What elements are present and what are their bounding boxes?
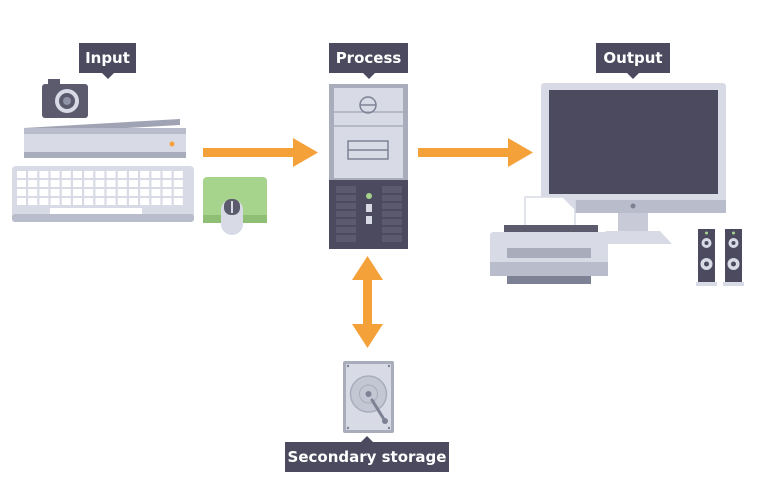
- keyboard-key: [162, 180, 172, 187]
- keyboard-key: [28, 189, 38, 196]
- keyboard-key: [50, 198, 60, 205]
- keyboard-key: [117, 189, 127, 196]
- keyboard-key: [173, 171, 183, 178]
- hard-drive-icon: [343, 361, 394, 433]
- keyboard-key: [39, 171, 49, 178]
- keyboard-key: [50, 189, 60, 196]
- keyboard-key: [95, 189, 105, 196]
- keyboard-key: [162, 171, 172, 178]
- keyboard-key: [73, 171, 82, 178]
- keyboard-key: [106, 171, 116, 178]
- keyboard-key: [140, 189, 150, 196]
- keyboard-key: [61, 171, 71, 178]
- keyboard-key: [84, 171, 94, 178]
- mouse-icon: [203, 177, 267, 235]
- keyboard-key: [140, 198, 150, 205]
- keyboard-key: [61, 180, 71, 187]
- keyboard-key: [151, 180, 161, 187]
- secondary-storage-label-text: Secondary storage: [287, 448, 447, 466]
- keyboard-key: [17, 171, 26, 178]
- keyboard-key: [17, 180, 26, 187]
- keyboard-key: [39, 198, 49, 205]
- speakers-icon: [696, 229, 744, 286]
- keyboard-key: [129, 180, 138, 187]
- keyboard-key: [50, 180, 60, 187]
- process-label-pointer: [362, 73, 375, 79]
- keyboard-key: [106, 189, 116, 196]
- keyboard-key: [28, 180, 38, 187]
- process-label-text: Process: [335, 49, 402, 67]
- camera-icon: [42, 79, 88, 118]
- keyboard-key: [162, 189, 172, 196]
- keyboard-key: [106, 198, 116, 205]
- keyboard-key: [140, 180, 150, 187]
- output-label: Output: [596, 43, 670, 79]
- printer-icon: [490, 196, 608, 284]
- keyboard-key: [28, 171, 38, 178]
- monitor-icon: [541, 83, 726, 244]
- keyboard-key: [95, 198, 105, 205]
- output-label-pointer: [627, 73, 639, 79]
- keyboard-icon: [12, 166, 194, 222]
- keyboard-key: [173, 189, 183, 196]
- keyboard-key: [39, 180, 49, 187]
- keyboard-key: [73, 198, 82, 205]
- keyboard-key: [95, 180, 105, 187]
- keyboard-key: [61, 198, 71, 205]
- keyboard-key: [162, 198, 172, 205]
- keyboard-key: [106, 180, 116, 187]
- keyboard-key: [117, 180, 127, 187]
- keyboard-key: [129, 198, 138, 205]
- keyboard-key: [95, 171, 105, 178]
- keyboard-key: [173, 198, 183, 205]
- keyboard-key: [17, 198, 26, 205]
- keyboard-key: [129, 171, 138, 178]
- process-label: Process: [329, 43, 408, 79]
- secondary-storage-label-pointer: [361, 436, 373, 442]
- keyboard-key: [140, 171, 150, 178]
- secondary-storage-label: Secondary storage: [285, 436, 449, 472]
- arrow-process-storage-bidirectional: [352, 256, 383, 348]
- keyboard-key: [151, 189, 161, 196]
- input-label: Input: [79, 43, 136, 79]
- arrow-process-to-output: [418, 138, 533, 167]
- computer-tower-icon: [329, 84, 408, 249]
- keyboard-key: [84, 189, 94, 196]
- keyboard-key: [129, 189, 138, 196]
- keyboard-key: [84, 198, 94, 205]
- keyboard-key: [117, 171, 127, 178]
- keyboard-key: [73, 189, 82, 196]
- keyboard-key: [28, 198, 38, 205]
- keyboard-key: [39, 189, 49, 196]
- keyboard-key: [173, 180, 183, 187]
- keyboard-key: [151, 198, 161, 205]
- keyboard-key: [117, 198, 127, 205]
- input-label-text: Input: [85, 49, 130, 67]
- keyboard-key: [17, 189, 26, 196]
- input-label-pointer: [101, 73, 114, 79]
- keyboard-key: [84, 180, 94, 187]
- keyboard-key: [61, 189, 71, 196]
- keyboard-key: [151, 171, 161, 178]
- keyboard-key: [73, 180, 82, 187]
- output-label-text: Output: [603, 49, 663, 67]
- arrow-input-to-process: [203, 138, 318, 167]
- scanner-icon: [24, 119, 186, 158]
- keyboard-key: [50, 171, 60, 178]
